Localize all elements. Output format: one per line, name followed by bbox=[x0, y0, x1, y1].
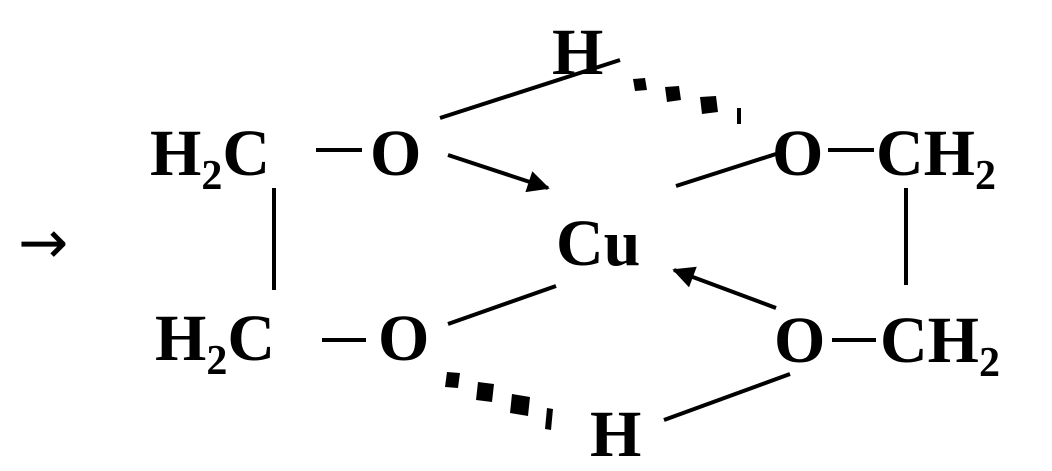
o-bottom-right: O bbox=[774, 304, 825, 377]
cu-center: Cu bbox=[556, 207, 640, 280]
h-bottom: H bbox=[590, 398, 641, 471]
coordinate-bond-bottom-right bbox=[672, 266, 777, 310]
bond-cu-o-top-right bbox=[675, 152, 777, 188]
bond-o-h-top bbox=[439, 58, 621, 120]
hydrogen-bond-top bbox=[633, 78, 741, 124]
coordinate-bond-top-left bbox=[447, 153, 550, 193]
ch2-top-left-label: H2C bbox=[150, 117, 270, 199]
ch2-top-right-label: CH2 bbox=[876, 117, 996, 199]
ch2-bottom-right-label: CH2 bbox=[880, 304, 1000, 386]
hydrogen-bond-bottom bbox=[445, 372, 553, 430]
o-bottom-left: O bbox=[378, 302, 429, 375]
reaction-arrow: → bbox=[18, 208, 68, 278]
h-top: H bbox=[552, 16, 603, 89]
ch2-bottom-left-label: H2C bbox=[155, 302, 275, 384]
bond-cu-o-bottom-left bbox=[447, 284, 557, 326]
o-top-right: O bbox=[772, 117, 823, 190]
bond-h-o-bottom-right bbox=[663, 372, 791, 422]
o-top-left: O bbox=[370, 117, 421, 190]
